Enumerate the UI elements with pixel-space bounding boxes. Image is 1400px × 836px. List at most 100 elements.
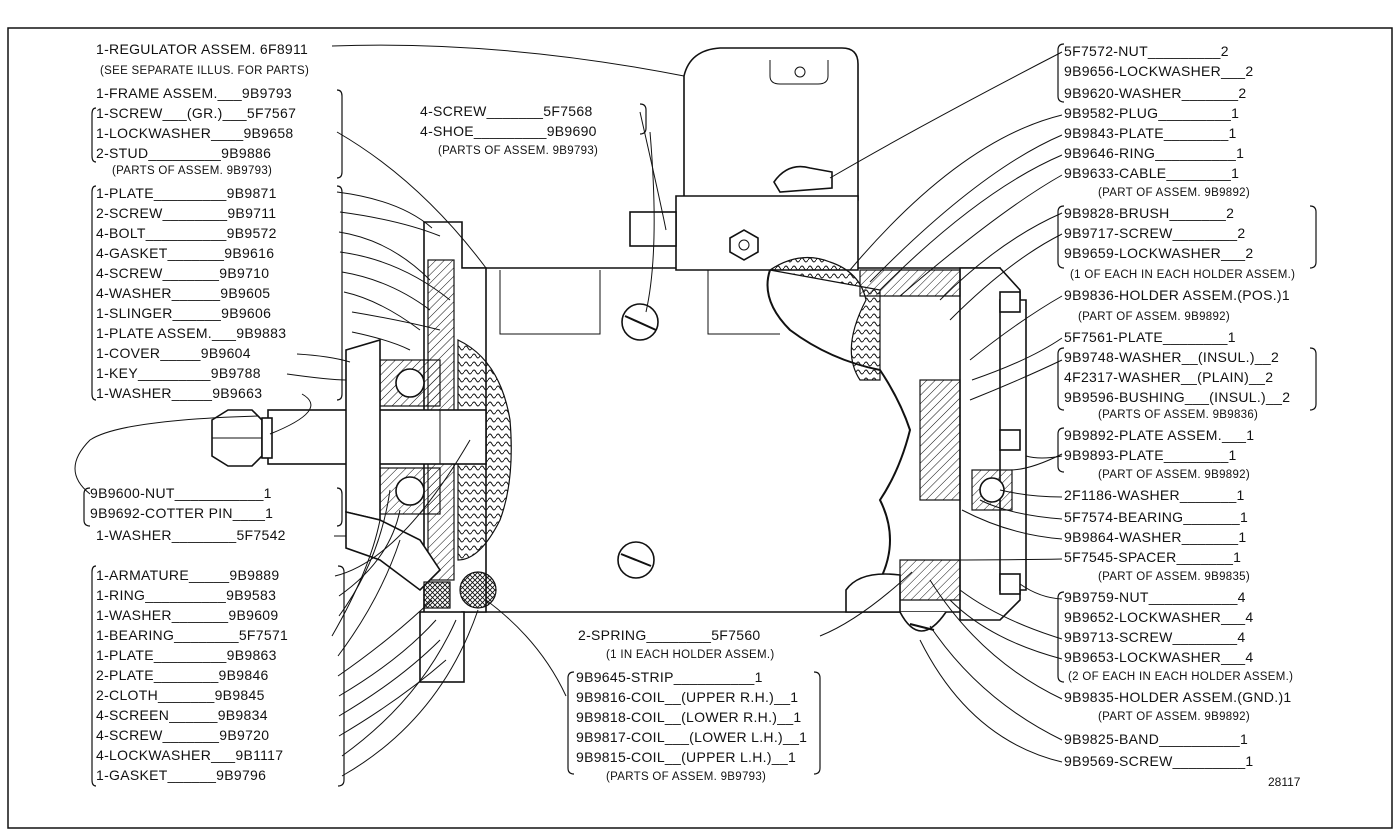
label-lockwasher-9b9652: 9B9652-LOCKWASHER___4 <box>1064 609 1253 625</box>
label-screw-9b9710: 4-SCREW_______9B9710 <box>96 265 269 281</box>
regulator-box <box>683 47 859 201</box>
label-coil-lower-rh: 9B9818-COIL__(LOWER R.H.)__1 <box>576 709 802 725</box>
frame-cover-plate-2 <box>707 270 780 335</box>
through-bolt-top <box>999 291 1021 313</box>
label-washer-9b9663: 1-WASHER_____9B9663 <box>96 385 262 401</box>
label-screw-5f7568: 4-SCREW_______5F7568 <box>420 103 593 119</box>
label-spacer-note: (PART OF ASSEM. 9B9835) <box>1098 571 1250 583</box>
end-bearing-icon <box>971 469 1013 511</box>
label-spacer: 5F7545-SPACER_______1 <box>1064 549 1241 565</box>
regulator-side-tab <box>629 211 677 247</box>
label-plate-9b9871: 1-PLATE_________9B9871 <box>96 185 277 201</box>
label-gasket-9b9616: 4-GASKET_______9B9616 <box>96 245 274 261</box>
label-bearing-5f7574: 5F7574-BEARING_______1 <box>1064 509 1248 525</box>
label-plate-9b9893-note: (PART OF ASSEM. 9B9892) <box>1098 469 1250 481</box>
label-cotter-pin: 9B9692-COTTER PIN____1 <box>90 505 273 521</box>
label-strip: 9B9645-STRIP__________1 <box>576 669 763 685</box>
generator-drawing <box>211 47 1027 683</box>
label-washer-plain: 4F2317-WASHER__(PLAIN)__2 <box>1064 369 1273 385</box>
label-washer-5f7542: 1-WASHER________5F7542 <box>96 527 286 543</box>
band-screw-icon <box>899 611 947 632</box>
label-bearing-5f7571: 1-BEARING________5F7571 <box>96 627 288 643</box>
leader-lines <box>74 44 1063 777</box>
frame-cover-plate <box>499 270 601 335</box>
label-shoe: 4-SHOE_________9B9690 <box>420 123 597 139</box>
label-screw-9b9711: 2-SCREW________9B9711 <box>96 205 276 221</box>
label-screw-9b9713: 9B9713-SCREW________4 <box>1064 629 1245 645</box>
label-plate-5f7561: 5F7561-PLATE________1 <box>1064 329 1236 345</box>
label-stud: 2-STUD_________9B9886 <box>96 145 271 161</box>
label-holder-pos-note: (PART OF ASSEM. 9B9892) <box>1078 311 1230 323</box>
label-washer-insul: 9B9748-WASHER__(INSUL.)__2 <box>1064 349 1279 365</box>
figure-number: 28117 <box>1268 775 1301 789</box>
drive-lower-housing <box>345 510 442 592</box>
label-nut-9b9759: 9B9759-NUT___________4 <box>1064 589 1246 605</box>
bearing-cover <box>345 338 381 522</box>
through-bolt-mid <box>999 429 1021 451</box>
label-screw-9b9720: 4-SCREW_______9B9720 <box>96 727 269 743</box>
label-lockwasher-9b9659-note: (1 OF EACH IN EACH HOLDER ASSEM.) <box>1070 269 1295 281</box>
label-band: 9B9825-BAND__________1 <box>1064 731 1248 747</box>
label-coil-lower-lh: 9B9817-COIL___(LOWER L.H.)__1 <box>576 729 807 745</box>
label-cloth: 2-CLOTH_______9B9845 <box>96 687 265 703</box>
label-plate-assem-9b9883: 1-PLATE ASSEM.___9B9883 <box>96 325 286 341</box>
regulator-clip-screw <box>794 66 806 78</box>
regulator-terminal <box>773 165 833 193</box>
label-coil-upper-lh: 9B9815-COIL__(UPPER L.H.)__1 <box>576 749 796 765</box>
label-ring-9b9646: 9B9646-RING__________1 <box>1064 145 1244 161</box>
label-washer-9b9864: 9B9864-WASHER_______1 <box>1064 529 1246 545</box>
commutator <box>919 379 961 501</box>
label-lockwasher-9b1117: 4-LOCKWASHER___9B1117 <box>96 747 283 763</box>
label-lockwasher-9b9653: 9B9653-LOCKWASHER___4 <box>1064 649 1253 665</box>
label-coil-note: (PARTS OF ASSEM. 9B9793) <box>606 771 766 783</box>
label-plate-assem-9b9892: 9B9892-PLATE ASSEM.___1 <box>1064 427 1254 443</box>
label-armature: 1-ARMATURE_____9B9889 <box>96 567 279 583</box>
label-screw-9b9717: 9B9717-SCREW________2 <box>1064 225 1245 241</box>
label-plate-9b9843: 9B9843-PLATE________1 <box>1064 125 1237 141</box>
label-bushing-insul: 9B9596-BUSHING___(INSUL.)__2 <box>1064 389 1290 405</box>
label-nut-5f7572: 5F7572-NUT_________2 <box>1064 43 1229 59</box>
label-slinger: 1-SLINGER______9B9606 <box>96 305 271 321</box>
label-screen: 4-SCREEN______9B9834 <box>96 707 268 723</box>
regulator-nut-icon <box>729 229 759 261</box>
label-lockwasher-9b9658: 1-LOCKWASHER____9B9658 <box>96 125 294 141</box>
label-cover: 1-COVER_____9B9604 <box>96 345 251 361</box>
label-holder-gnd-note: (PART OF ASSEM. 9B9892) <box>1098 711 1250 723</box>
lower-right-housing <box>845 573 901 613</box>
label-regulator-note: (SEE SEPARATE ILLUS. FOR PARTS) <box>100 65 309 77</box>
regulator-base <box>675 195 859 271</box>
label-shoe-note: (PARTS OF ASSEM. 9B9793) <box>438 145 598 157</box>
label-spring: 2-SPRING________5F7560 <box>578 627 761 643</box>
shoe-screw-lower-icon <box>617 541 655 579</box>
label-plate-9b9846: 2-PLATE________9B9846 <box>96 667 269 683</box>
label-screw-gr: 1-SCREW___(GR.)___5F7567 <box>96 105 296 121</box>
brush-holder-top <box>859 269 961 297</box>
page-border <box>7 27 1393 829</box>
regulator-bolt-icon <box>738 239 750 251</box>
label-bushing-note: (PARTS OF ASSEM. 9B9836) <box>1098 409 1258 421</box>
label-washer-2f1186: 2F1186-WASHER_______1 <box>1064 487 1245 503</box>
shoe-screw-icon <box>621 303 659 341</box>
label-lockwasher-9b9653-note: (2 OF EACH IN EACH HOLDER ASSEM.) <box>1068 671 1293 683</box>
center-labels: 4-SCREW_______5F7568 4-SHOE_________9B96… <box>420 103 807 783</box>
label-washer-9b9609: 1-WASHER_______9B9609 <box>96 607 278 623</box>
label-holder-pos: 9B9836-HOLDER ASSEM.(POS.)1 <box>1064 287 1290 303</box>
label-gasket-9b9796: 1-GASKET______9B9796 <box>96 767 266 783</box>
label-cable: 9B9633-CABLE________1 <box>1064 165 1239 181</box>
label-screw-9b9569: 9B9569-SCREW_________1 <box>1064 753 1254 769</box>
label-plate-9b9893: 9B9893-PLATE________1 <box>1064 447 1237 463</box>
left-labels: 1-REGULATOR ASSEM. 6F8911 (SEE SEPARATE … <box>90 41 309 783</box>
label-lockwasher-9b9659: 9B9659-LOCKWASHER___2 <box>1064 245 1253 261</box>
label-stud-note: (PARTS OF ASSEM. 9B9793) <box>112 165 272 177</box>
label-frame: 1-FRAME ASSEM.___9B9793 <box>96 85 292 101</box>
coil-end-dark <box>459 571 497 609</box>
label-regulator: 1-REGULATOR ASSEM. 6F8911 <box>96 41 308 57</box>
label-plate-9b9863: 1-PLATE_________9B9863 <box>96 647 277 663</box>
label-coil-upper-rh: 9B9816-COIL__(UPPER R.H.)__1 <box>576 689 798 705</box>
label-lockwasher-9b9656: 9B9656-LOCKWASHER___2 <box>1064 63 1253 79</box>
label-washer-9b9605: 4-WASHER______9B9605 <box>96 285 270 301</box>
label-bolt: 4-BOLT__________9B9572 <box>96 225 277 241</box>
label-holder-gnd: 9B9835-HOLDER ASSEM.(GND.)1 <box>1064 689 1292 705</box>
label-key: 1-KEY_________9B9788 <box>96 365 261 381</box>
